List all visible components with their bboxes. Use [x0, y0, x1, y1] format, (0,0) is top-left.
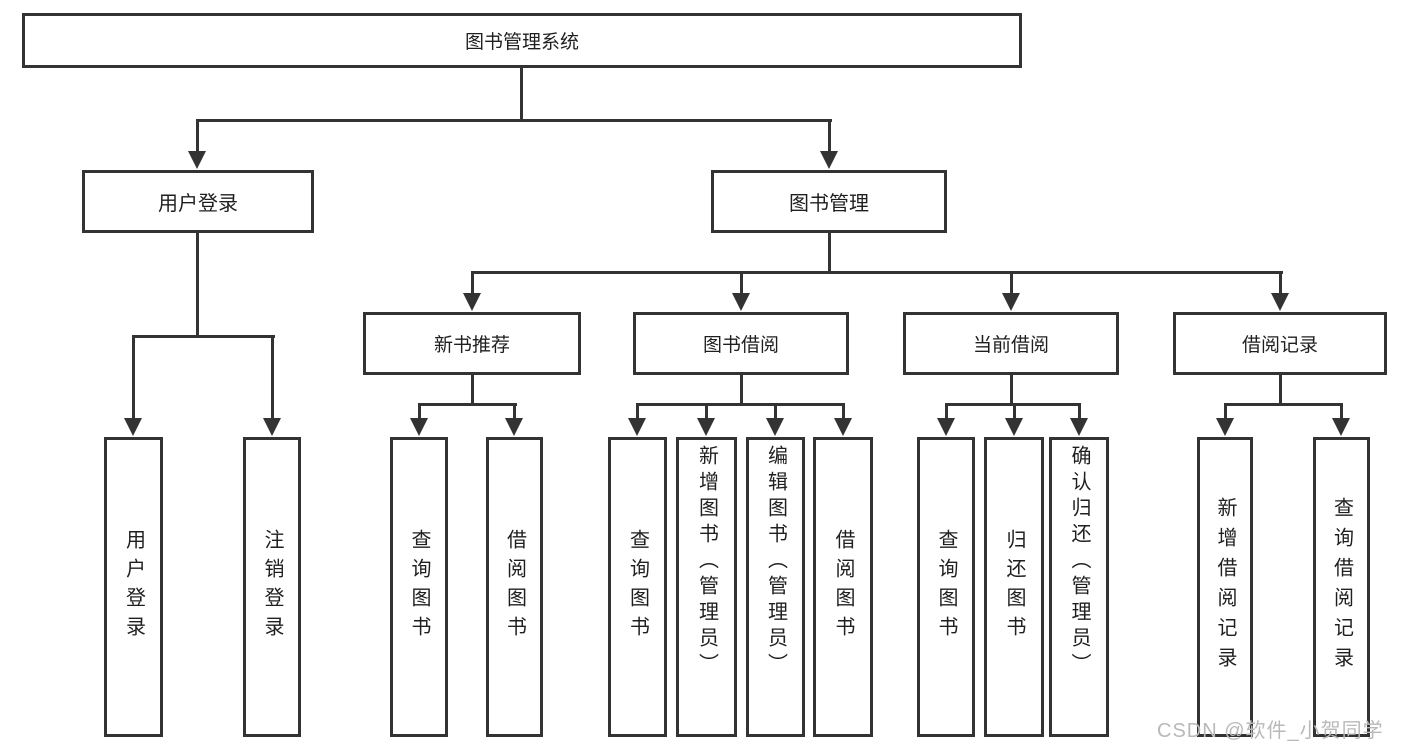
connector-v [705, 403, 708, 420]
leaf-label: 新增借阅记录 [1214, 497, 1236, 677]
connector-v [740, 271, 743, 295]
leaf-add-borrow-record: 新增借阅记录 [1197, 437, 1253, 737]
connector-v [1010, 375, 1013, 406]
connector-v [774, 403, 777, 420]
leaf-query-books-borrowing: 查询图书 [608, 437, 667, 737]
arrow-head [732, 293, 750, 311]
arrow-head [820, 151, 838, 169]
arrow-head [410, 418, 428, 436]
connector-v [828, 233, 831, 274]
leaf-query-books-current: 查询图书 [917, 437, 975, 737]
connector-v [418, 403, 421, 420]
leaf-borrow-books-borrowing: 借阅图书 [813, 437, 873, 737]
connector-v [271, 335, 274, 420]
connector-v [828, 119, 831, 155]
node-current-borrowing: 当前借阅 [903, 312, 1119, 375]
leaf-add-book-admin: 新增图书（管理员） [676, 437, 737, 737]
leaf-label: 查询图书 [626, 529, 649, 645]
connector-h [132, 335, 275, 338]
arrow-head [697, 418, 715, 436]
leaf-label: 查询借阅记录 [1330, 497, 1353, 677]
node-new-book-recommend: 新书推荐 [363, 312, 581, 375]
arrow-head [1332, 418, 1350, 436]
connector-v [842, 403, 845, 420]
arrow-head [463, 293, 481, 311]
arrow-head [1002, 293, 1020, 311]
leaf-return-books: 归还图书 [984, 437, 1044, 737]
leaf-label: 查询图书 [408, 529, 430, 645]
leaf-confirm-return-admin: 确认归还（管理员） [1049, 437, 1109, 737]
connector-v [471, 375, 474, 406]
leaf-label: 新增图书（管理员） [695, 445, 718, 679]
arrow-head [1005, 418, 1023, 436]
leaf-borrow-books-newbooks: 借阅图书 [486, 437, 543, 737]
watermark-text: CSDN @软件_小贺同学 [1157, 720, 1384, 742]
connector-v [1013, 403, 1016, 420]
node-user-login: 用户登录 [82, 170, 314, 233]
arrow-head [766, 418, 784, 436]
leaf-query-borrow-record: 查询借阅记录 [1313, 437, 1370, 737]
leaf-edit-book-admin: 编辑图书（管理员） [746, 437, 805, 737]
arrow-head [1216, 418, 1234, 436]
connector-v [471, 271, 474, 295]
connector-v [740, 375, 743, 406]
arrow-head [188, 151, 206, 169]
arrow-head [263, 418, 281, 436]
connector-h [1224, 403, 1343, 406]
arrow-head [937, 418, 955, 436]
leaf-label: 确认归还（管理员） [1068, 445, 1090, 679]
connector-v [520, 68, 523, 119]
leaf-label: 编辑图书（管理员） [764, 445, 787, 679]
connector-v [132, 335, 135, 420]
connector-v [513, 403, 516, 420]
connector-v [945, 403, 948, 420]
arrow-head [124, 418, 142, 436]
leaf-query-books-newbooks: 查询图书 [390, 437, 448, 737]
connector-v [1078, 403, 1081, 420]
connector-h [196, 119, 832, 122]
leaf-logout: 注销登录 [243, 437, 301, 737]
connector-h [418, 403, 517, 406]
connector-v [636, 403, 639, 420]
arrow-head [1070, 418, 1088, 436]
node-book-management: 图书管理 [711, 170, 947, 233]
arrow-head [834, 418, 852, 436]
connector-v [196, 119, 199, 155]
connector-v [1010, 271, 1013, 295]
connector-v [1224, 403, 1227, 420]
arrow-head [1271, 293, 1289, 311]
connector-v [1279, 271, 1282, 295]
leaf-label: 用户登录 [122, 529, 145, 645]
node-book-borrowing: 图书借阅 [633, 312, 849, 375]
leaf-label: 借阅图书 [832, 529, 854, 645]
leaf-label: 查询图书 [935, 529, 957, 645]
connector-h [471, 271, 1283, 274]
leaf-label: 归还图书 [1003, 529, 1025, 645]
leaf-label: 借阅图书 [503, 529, 526, 645]
node-borrowing-records: 借阅记录 [1173, 312, 1387, 375]
leaf-user-login: 用户登录 [104, 437, 163, 737]
arrow-head [628, 418, 646, 436]
connector-v [1340, 403, 1343, 420]
node-library-system: 图书管理系统 [22, 13, 1022, 68]
arrow-head [505, 418, 523, 436]
connector-v [196, 233, 199, 335]
leaf-label: 注销登录 [261, 529, 283, 645]
connector-h [636, 403, 845, 406]
connector-v [1279, 375, 1282, 406]
